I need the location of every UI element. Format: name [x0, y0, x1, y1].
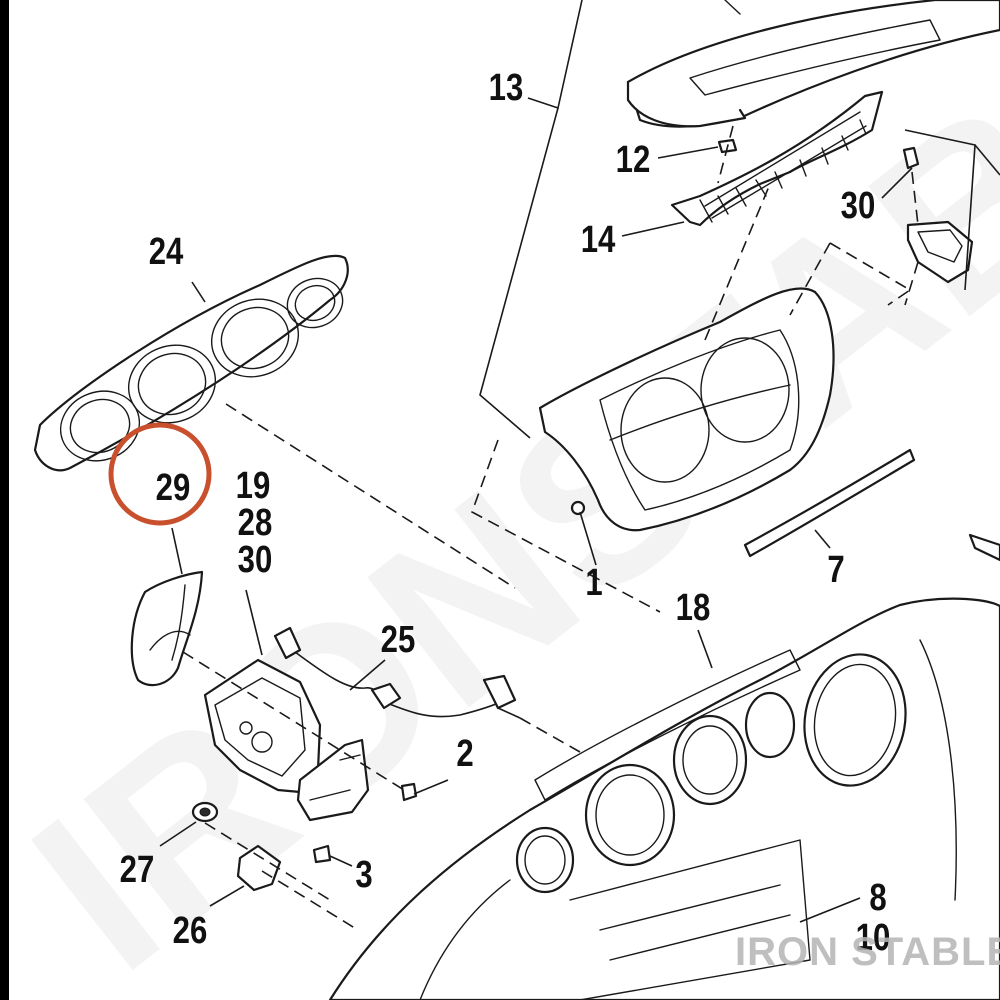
callout-12: 12 [616, 139, 651, 181]
part-1-inner-frame [538, 287, 835, 532]
left-border [0, 0, 9, 1000]
callout-25: 25 [381, 619, 416, 661]
callout-26: 26 [173, 910, 208, 952]
callout-30-left: 30 [238, 539, 273, 581]
callout-3: 3 [355, 854, 372, 896]
callout-29: 29 [156, 467, 191, 509]
part-3-screw [312, 844, 353, 867]
part-29-side-trim [130, 570, 204, 687]
callout-8: 8 [869, 877, 886, 919]
callout-18: 18 [676, 587, 711, 629]
callout-10: 10 [856, 917, 891, 959]
part-18-main-fairing [328, 533, 1000, 1000]
part-26-connector [209, 844, 282, 907]
assembly-dashed-lines [182, 125, 919, 931]
callout-27: 27 [120, 849, 155, 891]
callout-14: 14 [581, 219, 616, 261]
callout-28: 28 [238, 502, 273, 544]
callout-2: 2 [456, 733, 473, 775]
part-30-switch-housing [902, 146, 974, 284]
part-19-switch-housing [203, 658, 370, 822]
part-27-grommet [159, 801, 219, 847]
callout-7: 7 [827, 549, 844, 591]
part-7-trim-strip [743, 448, 916, 558]
callout-1: 1 [585, 562, 602, 604]
callout-29-highlight-ring [108, 422, 212, 526]
part-25-wire-harness [273, 626, 521, 719]
callout-19: 19 [236, 465, 271, 507]
part-24-gauge-bezel [33, 254, 349, 472]
brand-mark: IRON STABLE [735, 930, 1000, 974]
callout-30-top: 30 [841, 185, 876, 227]
callout-13: 13 [489, 67, 524, 109]
part-14-bracket [670, 90, 884, 227]
part-2-screw [400, 779, 449, 802]
part-13-upper-cover [626, 0, 1000, 128]
leader-lines [171, 0, 1000, 923]
callout-24: 24 [149, 231, 184, 273]
